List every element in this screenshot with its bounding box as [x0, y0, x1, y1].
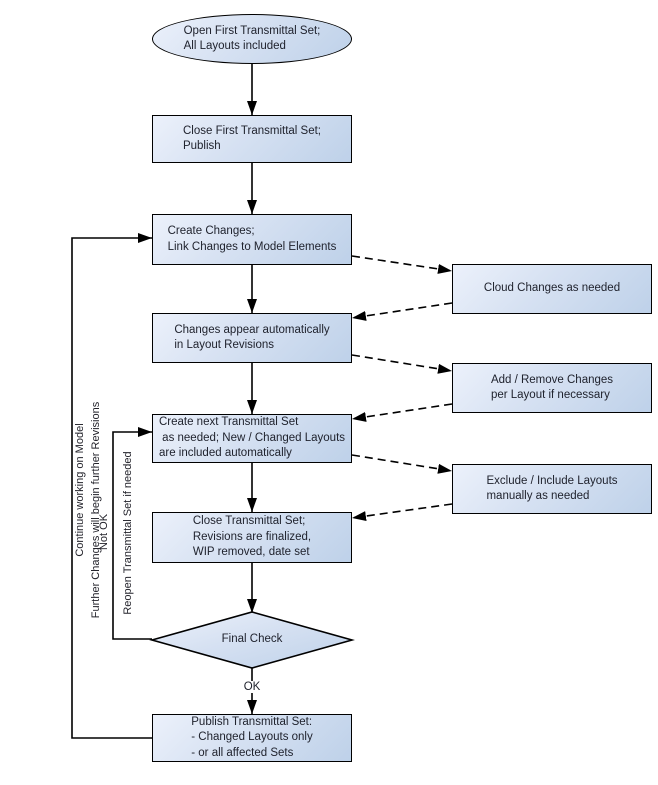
node-add-remove-changes: Add / Remove Changes per Layout if neces… — [452, 363, 652, 413]
node-label: Publish Transmittal Set: - Changed Layou… — [191, 715, 313, 759]
node-label: Close First Transmittal Set; Publish — [182, 124, 322, 153]
node-final-check: Final Check — [152, 612, 352, 668]
node-create-next-transmittal-set: Create next Transmittal Set as needed; N… — [152, 414, 352, 463]
edge-label-ok: OK — [240, 681, 264, 693]
node-label: Exclude / Include Layouts manually as ne… — [486, 474, 618, 503]
edge-changes-appear-to-add-remove — [351, 354, 453, 374]
edge-label-further-changes: Further Changes will begin further Revis… — [90, 401, 102, 619]
node-label: Create Changes; Link Changes to Model El… — [167, 225, 337, 253]
edge-cloud-changes-to-changes-appear — [351, 302, 453, 321]
node-cloud-changes: Cloud Changes as needed — [452, 264, 652, 314]
node-label: Add / Remove Changes per Layout if neces… — [490, 373, 614, 402]
node-close-first-transmittal-set: Close First Transmittal Set; Publish — [152, 115, 352, 163]
node-exclude-include-layouts: Exclude / Include Layouts manually as ne… — [452, 464, 652, 514]
node-label: Create next Transmittal Set as needed; N… — [158, 416, 346, 460]
node-publish-transmittal-set: Publish Transmittal Set: - Changed Layou… — [152, 714, 352, 762]
node-label: Cloud Changes as needed — [483, 282, 621, 295]
edge-create-next-to-exclude-include — [351, 454, 453, 474]
node-close-transmittal-set: Close Transmittal Set; Revisions are fin… — [152, 512, 352, 563]
edge-label-reopen-transmittal-set: Reopen Transmittal Set if needed — [122, 451, 134, 615]
edge-label-not-ok: Not OK — [98, 513, 110, 551]
node-label: Close Transmittal Set; Revisions are fin… — [192, 515, 312, 559]
edge-create-changes-to-cloud-changes — [351, 255, 453, 274]
edge-label-continue-working: Continue working on Model — [74, 423, 86, 557]
node-open-first-transmittal-set: Open First Transmittal Set; All Layouts … — [152, 14, 352, 64]
node-label: Changes appear automatically in Layout R… — [174, 323, 330, 352]
node-label: Final Check — [221, 633, 283, 646]
node-changes-appear-automatically: Changes appear automatically in Layout R… — [152, 313, 352, 363]
edge-add-remove-to-create-next — [351, 403, 453, 422]
edge-exclude-include-to-close-set — [351, 503, 453, 522]
node-create-changes: Create Changes; Link Changes to Model El… — [152, 214, 352, 265]
node-label: Open First Transmittal Set; All Layouts … — [183, 24, 321, 53]
